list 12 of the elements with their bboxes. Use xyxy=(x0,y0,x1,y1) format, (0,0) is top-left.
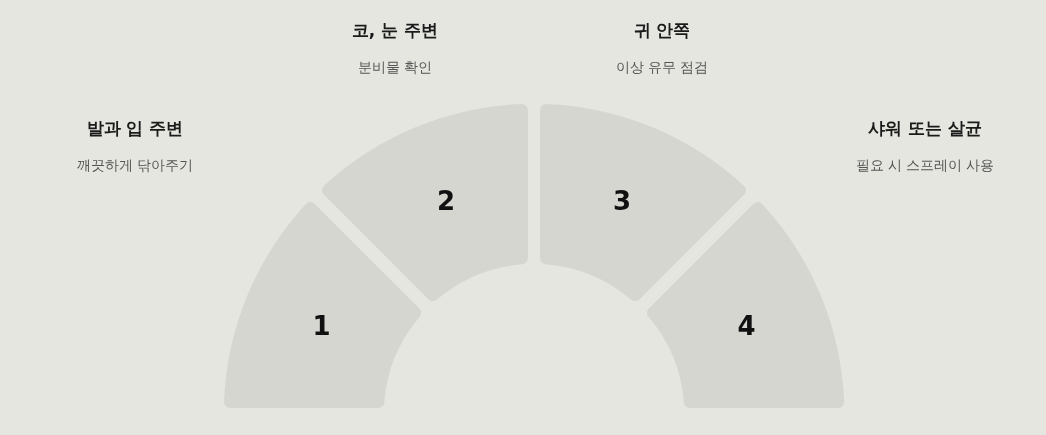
step-description: 분비물 확인 xyxy=(357,59,433,76)
step-heading: 귀 안쪽 xyxy=(633,20,691,41)
step-number: 4 xyxy=(737,312,756,339)
step-number: 3 xyxy=(612,188,632,215)
step-heading: 코, 눈 주변 xyxy=(351,20,439,41)
step-heading: 발과 입 주변 xyxy=(86,118,184,139)
step-description: 필요 시 스프레이 사용 xyxy=(855,157,995,174)
step-description: 깨끗하게 닦아주기 xyxy=(76,157,194,174)
step-description: 이상 유무 점검 xyxy=(615,59,709,76)
step-heading: 샤워 또는 살균 xyxy=(868,118,982,139)
step-number: 1 xyxy=(312,312,331,339)
step-number: 2 xyxy=(436,188,455,215)
